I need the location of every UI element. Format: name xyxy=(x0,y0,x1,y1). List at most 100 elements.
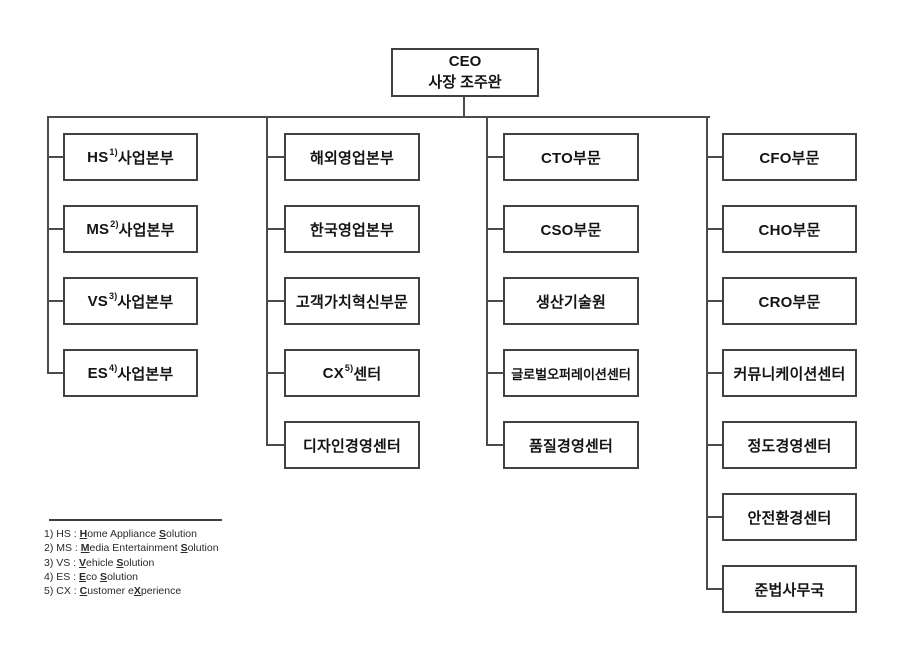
footnote-line: 5) CX : Customer eXperience xyxy=(44,584,219,598)
org-box-label: HS xyxy=(87,148,109,166)
box-tick-line xyxy=(706,300,722,302)
org-box-label: 안전환경센터 xyxy=(747,509,832,527)
org-box-label: 생산기술원 xyxy=(535,293,606,311)
footnote-abbrev-letter: V xyxy=(79,556,87,569)
org-box-label-suffix: 사업본부 xyxy=(117,293,174,311)
footnote-text: 4) ES : xyxy=(44,570,80,583)
footnote-abbrev-letter: S xyxy=(100,570,108,583)
footnote-marker: 2) xyxy=(110,219,119,229)
org-box-label-suffix: 사업본부 xyxy=(118,221,175,239)
org-box-label-suffix: 사업본부 xyxy=(117,149,174,167)
box-tick-line xyxy=(706,156,722,158)
org-box: 커뮤니케이션센터 xyxy=(722,349,857,397)
footnote-line: 2) MS : Media Entertainment Solution xyxy=(44,541,219,555)
org-box-label: CRO부문 xyxy=(758,293,821,311)
box-tick-line xyxy=(47,228,63,230)
org-box-label: 디자인경영센터 xyxy=(302,437,401,455)
footnote-text: ustomer e xyxy=(87,585,134,598)
box-tick-line xyxy=(47,300,63,302)
org-box: CHO부문 xyxy=(722,205,857,253)
org-box-label: ES xyxy=(87,364,108,382)
footnote-abbrev-letter: M xyxy=(80,542,90,555)
footnote-text: olution xyxy=(187,542,219,555)
org-box: 생산기술원 xyxy=(503,277,639,325)
org-box-label: MS xyxy=(86,220,110,238)
org-box-label: CFO부문 xyxy=(759,149,820,167)
box-tick-line xyxy=(47,372,63,374)
footnote-line: 1) HS : Home Appliance Solution xyxy=(44,527,219,541)
org-box-label: VS xyxy=(87,292,108,310)
box-tick-line xyxy=(266,156,284,158)
footnote-abbrev-letter: E xyxy=(79,570,87,583)
footnote-abbrev-letter: S xyxy=(116,556,124,569)
box-tick-line xyxy=(706,444,722,446)
org-box: 정도경영센터 xyxy=(722,421,857,469)
footnote-text: 3) VS : xyxy=(44,556,80,569)
footnote-marker: 4) xyxy=(109,363,118,373)
footnote-marker: 3) xyxy=(109,291,118,301)
box-tick-line xyxy=(486,372,503,374)
main-rail-line xyxy=(47,116,710,118)
org-box-label: 고객가치혁신부문 xyxy=(295,293,408,311)
footnote-marker: 1) xyxy=(109,147,118,157)
footnote-line: 3) VS : Vehicle Solution xyxy=(44,556,219,570)
footnote-text: ehicle xyxy=(86,556,117,569)
org-box: 품질경영센터 xyxy=(503,421,639,469)
org-box-label: CHO부문 xyxy=(758,221,821,239)
org-box-label: 품질경영센터 xyxy=(528,437,613,455)
box-tick-line xyxy=(706,228,722,230)
footnote-text: 1) HS : xyxy=(44,528,80,540)
footnote-text: ome Appliance xyxy=(87,528,159,540)
column-spine-line xyxy=(486,116,488,446)
ceo-title: CEO xyxy=(448,53,482,71)
column-spine-line xyxy=(47,116,49,374)
org-box-label: CX xyxy=(322,364,344,382)
footnote-line: 4) ES : Eco Solution xyxy=(44,570,219,584)
box-tick-line xyxy=(706,372,722,374)
org-box: CTO부문 xyxy=(503,133,639,181)
footnote-text: olution xyxy=(166,528,197,540)
box-tick-line xyxy=(266,228,284,230)
org-box-label: 한국영업본부 xyxy=(309,221,394,239)
box-tick-line xyxy=(486,300,503,302)
ceo-name: 사장 조주완 xyxy=(428,73,502,91)
org-box-label: CTO부문 xyxy=(541,149,601,167)
org-box-label: 정도경영센터 xyxy=(747,437,832,455)
column-spine-line xyxy=(706,116,708,590)
footnote-text: 2) MS : xyxy=(44,542,81,555)
org-box: 고객가치혁신부문 xyxy=(284,277,420,325)
box-tick-line xyxy=(706,516,722,518)
ceo-drop-line xyxy=(463,97,465,118)
footnote-abbrev-letter: H xyxy=(79,528,88,540)
footnote-abbrev-letter: S xyxy=(180,542,188,555)
org-box: 안전환경센터 xyxy=(722,493,857,541)
org-box: CSO부문 xyxy=(503,205,639,253)
box-tick-line xyxy=(266,444,284,446)
footnote-marker: 5) xyxy=(344,363,354,373)
org-box-label: 해외영업본부 xyxy=(309,149,394,167)
box-tick-line xyxy=(47,156,63,158)
footnote-text: olution xyxy=(123,556,155,569)
box-tick-line xyxy=(266,372,284,374)
org-box: CRO부문 xyxy=(722,277,857,325)
org-box: 디자인경영센터 xyxy=(284,421,420,469)
org-box-label: 준법사무국 xyxy=(754,581,825,599)
org-box: 글로벌오퍼레이션센터 xyxy=(503,349,639,397)
footnote-text: olution xyxy=(107,570,139,583)
ceo-box: CEO 사장 조주완 xyxy=(391,48,539,97)
box-tick-line xyxy=(486,444,503,446)
org-box: 한국영업본부 xyxy=(284,205,420,253)
box-tick-line xyxy=(486,228,503,230)
column-spine-line xyxy=(266,116,268,446)
footnote-abbrev-letter: X xyxy=(133,585,141,598)
footnote-abbrev-letter: C xyxy=(79,585,88,598)
footnote-text: 5) CX : xyxy=(44,585,80,598)
org-box-label: 글로벌오퍼레이션센터 xyxy=(511,366,631,382)
org-box-label-suffix: 사업본부 xyxy=(117,365,174,383)
footnote-text: edia Entertainment xyxy=(89,542,181,555)
